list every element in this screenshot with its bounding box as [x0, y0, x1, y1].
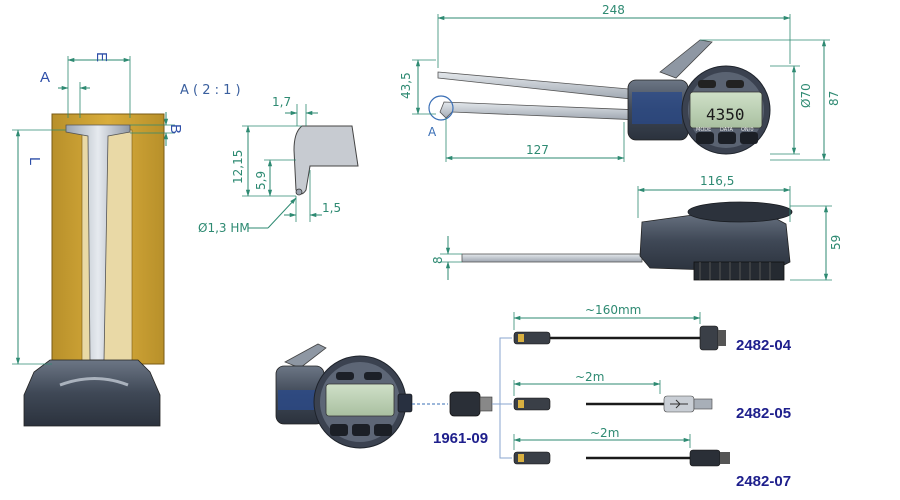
dim-248: 248 — [602, 3, 625, 17]
label-b: B — [167, 124, 184, 134]
bore-section-view: E A B L — [12, 52, 184, 427]
mode-button-label: MODE — [696, 127, 711, 133]
gauge-top-view: 4350 MODE DATA ON/0 A 248 43,5 127 Ø70 8… — [399, 3, 841, 162]
dim-43-5: 43,5 — [399, 72, 413, 99]
set-button-label: ON/0 — [741, 127, 754, 133]
tip-detail-view: A ( 2 : 1 ) 1,7 12,15 5,9 1,5 Ø1,3 HM — [180, 83, 359, 235]
cable-2482-05: ~2m 2482-05 — [513, 370, 791, 422]
gauge-body-partial — [23, 359, 161, 427]
data-button-label: DATA — [720, 127, 733, 133]
cable-2482-07-length: ~2m — [590, 426, 619, 440]
cable-2482-04-length: ~160mm — [585, 303, 641, 317]
label-a: A — [40, 69, 50, 86]
cable-2482-07: ~2m 2482-07 — [513, 426, 791, 490]
gauge-side-view: 116,5 8 59 — [431, 174, 843, 281]
adapter-1961-09 — [449, 391, 481, 417]
dim-12-15: 12,15 — [231, 150, 245, 184]
marker-a-label: A — [428, 125, 437, 139]
usb-icon — [670, 399, 688, 409]
detail-scale-label: A ( 2 : 1 ) — [180, 83, 241, 98]
upper-measuring-arm — [437, 71, 641, 101]
detail-a-marker — [428, 95, 454, 121]
cable-2482-04-part: 2482-04 — [736, 337, 792, 354]
dim-116-5: 116,5 — [700, 174, 734, 188]
cable-2482-07-part: 2482-07 — [736, 473, 791, 490]
gauge-front-lcd — [325, 383, 395, 417]
label-e: E — [93, 52, 110, 62]
lcd-display — [689, 91, 763, 129]
dim-8: 8 — [431, 256, 445, 264]
dim-87: 87 — [827, 91, 841, 106]
dim-tip-diameter: Ø1,3 HM — [198, 221, 250, 235]
cable-2482-05-length: ~2m — [575, 370, 604, 384]
cable-2482-04: ~160mm 2482-04 — [513, 303, 792, 354]
connectivity-diagram: 1961-09 ~160mm 2482-04 ~2m — [275, 303, 792, 490]
dim-1-5: 1,5 — [322, 201, 341, 215]
dim-59: 59 — [829, 235, 843, 250]
dim-1-7: 1,7 — [272, 95, 291, 109]
lcd-reading: 4350 — [706, 105, 745, 124]
label-l: L — [26, 157, 43, 165]
probe-tip-profile — [293, 125, 359, 195]
lower-measuring-arm — [439, 101, 641, 121]
adapter-part-number: 1961-09 — [433, 430, 488, 447]
side-knurled-ring — [693, 261, 785, 281]
side-arm — [461, 253, 643, 263]
cable-2482-05-part: 2482-05 — [736, 405, 791, 422]
dim-70: Ø70 — [799, 83, 813, 108]
dim-5-9: 5,9 — [254, 171, 268, 190]
release-lever — [659, 39, 713, 79]
dim-127: 127 — [526, 143, 549, 157]
